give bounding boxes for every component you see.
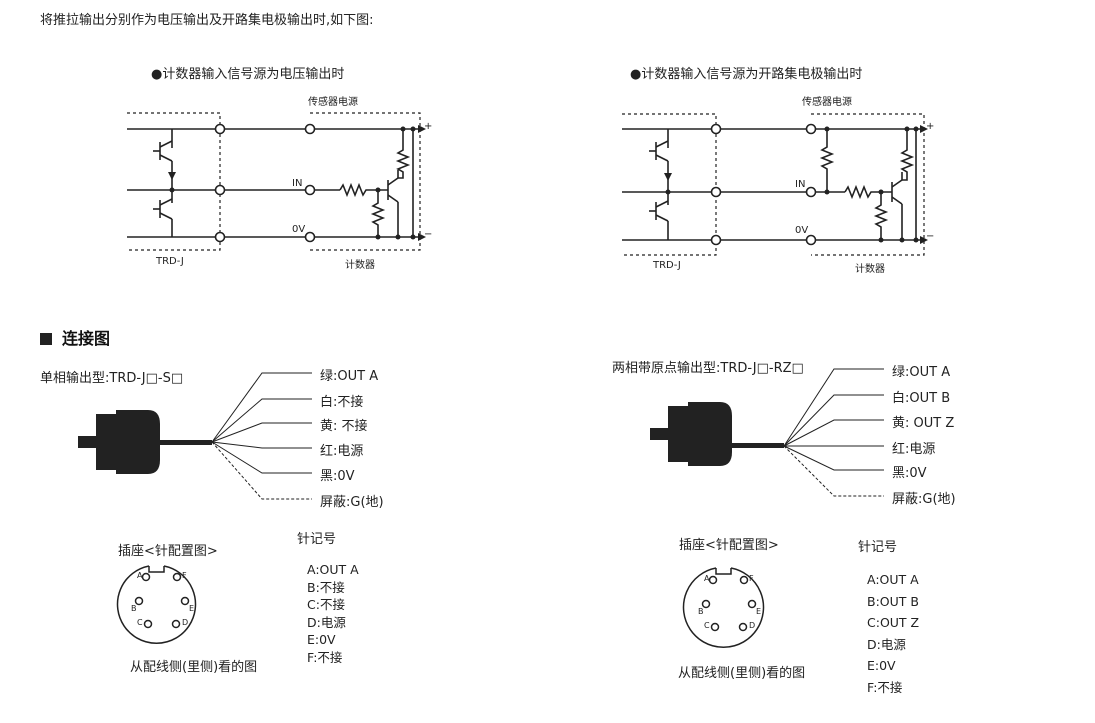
single-pin-item: C:不接 bbox=[307, 597, 345, 612]
left-minus-label: − bbox=[424, 229, 433, 240]
left-sensor-power-label: 传感器电源 bbox=[308, 97, 358, 108]
single-wire-5: 黑:0V bbox=[320, 469, 355, 484]
single-wire-6: 屏蔽:G(地) bbox=[320, 495, 384, 510]
single-wire-1: 绿:OUT A bbox=[320, 369, 379, 384]
single-pin-letter-d: D bbox=[182, 618, 189, 627]
two-wire-2: 白:OUT B bbox=[892, 391, 951, 406]
single-pin-letter-e: E bbox=[189, 604, 195, 613]
left-diagram-title: ●计数器输入信号源为电压输出时 bbox=[151, 67, 345, 82]
two-wire-6: 屏蔽:G(地) bbox=[892, 492, 956, 507]
section-heading: 连接图 bbox=[40, 325, 110, 349]
single-pin-letter-c: C bbox=[137, 618, 143, 627]
left-in-label: IN bbox=[292, 178, 303, 189]
two-view-note: 从配线侧(里侧)看的图 bbox=[678, 666, 806, 681]
two-socket-title: 插座<针配置图> bbox=[679, 538, 779, 553]
single-pin-title: 针记号 bbox=[297, 532, 337, 547]
right-plus-label: + bbox=[926, 121, 935, 132]
single-pin-item: E:0V bbox=[307, 632, 336, 647]
two-phase-model: 两相带原点输出型:TRD-J□-RZ□ bbox=[612, 361, 804, 376]
right-sensor-power-label: 传感器电源 bbox=[802, 97, 852, 108]
left-trd-label: TRD-J bbox=[156, 256, 184, 267]
two-pin-item: E:0V bbox=[867, 658, 896, 673]
single-pin-item: A:OUT A bbox=[307, 562, 359, 577]
two-pin-item: C:OUT Z bbox=[867, 615, 920, 630]
single-pin-letter-f: F bbox=[182, 571, 187, 580]
single-pin-letter-a: A bbox=[137, 571, 143, 580]
intro-text: 将推拉输出分别作为电压输出及开路集电极输出时,如下图: bbox=[40, 13, 374, 28]
left-0v-label: 0V bbox=[292, 224, 306, 235]
single-pin-item: F:不接 bbox=[307, 649, 343, 665]
two-pin-title: 针记号 bbox=[858, 540, 898, 555]
single-socket-title: 插座<针配置图> bbox=[118, 544, 218, 559]
right-in-label: IN bbox=[795, 179, 806, 190]
two-wire-4: 红:电源 bbox=[892, 442, 936, 457]
left-counter-label: 计数器 bbox=[345, 260, 375, 271]
two-pin-letter-d: D bbox=[749, 621, 756, 630]
section-title: 连接图 bbox=[62, 329, 111, 348]
two-pin-item: F:不接 bbox=[867, 679, 903, 695]
two-pin-letter-f: F bbox=[749, 574, 754, 583]
square-bullet-icon bbox=[40, 333, 52, 345]
right-counter-label: 计数器 bbox=[855, 264, 885, 275]
single-pin-list: A:OUT A B:不接 C:不接 D:电源 E:0V F:不接 bbox=[307, 561, 359, 666]
right-diagram-title: ●计数器输入信号源为开路集电极输出时 bbox=[630, 67, 863, 82]
two-pin-item: A:OUT A bbox=[867, 572, 919, 587]
two-pin-item: D:电源 bbox=[867, 636, 906, 652]
single-pin-item: D:电源 bbox=[307, 614, 346, 630]
two-pin-letter-c: C bbox=[704, 621, 710, 630]
two-wire-5: 黑:0V bbox=[892, 466, 927, 481]
two-pin-list: A:OUT A B:OUT B C:OUT Z D:电源 E:0V F:不接 bbox=[867, 569, 919, 698]
single-wire-3: 黄: 不接 bbox=[320, 419, 368, 434]
single-view-note: 从配线侧(里侧)看的图 bbox=[130, 660, 258, 675]
two-wire-3: 黄: OUT Z bbox=[892, 416, 955, 431]
single-pin-item: B:不接 bbox=[307, 579, 345, 595]
single-pin-letter-b: B bbox=[131, 604, 137, 613]
right-0v-label: 0V bbox=[795, 225, 809, 236]
two-pin-letter-a: A bbox=[704, 574, 710, 583]
left-plus-label: + bbox=[424, 121, 433, 132]
two-pin-item: B:OUT B bbox=[867, 593, 919, 609]
single-wire-4: 红:电源 bbox=[320, 444, 364, 459]
single-wire-2: 白:不接 bbox=[320, 395, 364, 410]
right-minus-label: − bbox=[926, 231, 935, 242]
two-pin-letter-e: E bbox=[756, 607, 762, 616]
two-pin-letter-b: B bbox=[698, 607, 704, 616]
two-wire-1: 绿:OUT A bbox=[892, 365, 951, 380]
single-phase-model: 单相输出型:TRD-J□-S□ bbox=[40, 371, 184, 386]
right-trd-label: TRD-J bbox=[653, 260, 681, 271]
